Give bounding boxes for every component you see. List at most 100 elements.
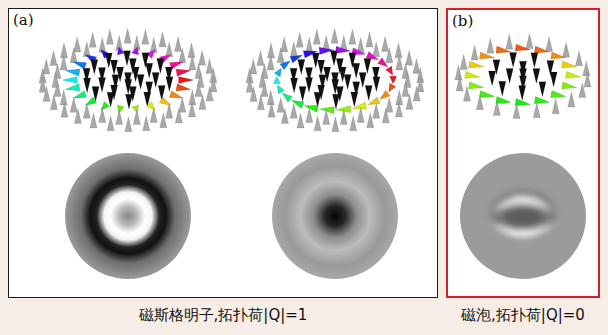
spin-cone [273,76,280,84]
spin-cone [116,110,123,125]
spin-cone [584,72,591,87]
spin-cone [413,86,420,101]
spin-cone [152,73,159,88]
spin-cone [257,95,264,110]
spin-cone [565,71,580,78]
spin-cone [70,48,77,63]
spin-cone [39,77,46,92]
spin-cone [250,59,257,74]
figure-panel: (b) [446,8,600,298]
lorentz-image [65,153,191,279]
spin-cone [60,90,67,105]
spin-cone [539,82,546,97]
spin-cone [413,59,420,74]
spin-cone [210,77,217,92]
spin-cone [267,55,274,70]
spin-cone [583,61,590,76]
spin-cone [526,34,533,49]
spin-cone [306,38,313,53]
spin-cone [179,97,186,112]
spin-cone [281,108,288,123]
spin-cone [314,116,321,131]
spin-cone [351,92,358,107]
spin-cone [166,103,173,118]
spin-cone [179,76,194,83]
spin-cone [340,110,347,125]
spin-cone [91,59,98,74]
spin-cone [90,113,97,128]
panel-tag: (b) [452,12,473,30]
spin-cone [357,108,364,123]
spin-cone [456,76,463,91]
spin-cone [157,59,164,74]
spin-cone [519,85,526,100]
spin-cone [43,86,50,101]
spin-cone [175,37,182,52]
panel-ground [446,8,600,298]
spin-cone [496,97,511,104]
spin-cone [455,65,462,80]
lorentz-image [460,153,586,279]
spin-cone [290,42,297,57]
spin-cone [563,42,570,57]
spin-cone [479,52,494,59]
spin-cone [367,113,374,128]
spin-cone [323,110,330,125]
spin-cone [550,72,557,87]
spin-cone [476,95,483,110]
spin-cone [74,108,81,123]
spin-cone [378,58,388,67]
spin-cone [395,43,402,58]
spin-cone [176,84,191,91]
spin-cone [43,59,50,74]
spin-cone [417,77,424,92]
spin-cone [257,51,264,66]
spin-cone [298,59,305,74]
spin-cone [471,45,478,60]
spin-cone [469,61,484,68]
spin-cone [395,102,402,117]
spin-cone [531,53,538,68]
caption-text: 磁斯格明子,拓扑荷|Q|=1 [139,306,308,325]
spin-cone [132,47,139,55]
spin-cone [291,78,298,93]
spin-cone [367,97,380,105]
figure-panel: (a) [8,8,438,298]
spin-cone [499,81,506,96]
spin-cone [579,83,586,98]
spin-cone [493,101,500,116]
spin-cone [74,37,81,52]
spin-cone [107,116,114,131]
spin-cone [261,82,268,97]
spin-cone [179,48,186,63]
spin-cone [465,71,480,78]
spin-cone [117,105,124,113]
spin-cone [281,37,288,52]
spin-cone [533,69,540,84]
spin-cone [142,29,149,44]
spin-cone [330,51,337,66]
spin-cone [366,32,373,47]
spin-cone [552,99,559,114]
spin-cone [551,91,566,98]
spin-cone [551,52,566,59]
spin-cone [166,77,173,92]
spin-cone [350,116,357,131]
spin-cone [513,103,520,118]
spin-cone [175,108,182,123]
spin-cone [506,69,513,84]
spin-cone [83,42,90,57]
spin-cone [533,103,540,118]
spin-cone [199,50,206,65]
spin-cone [534,97,549,104]
spin-cone [562,61,577,68]
spin-cone [332,117,339,132]
spin-cone [143,116,150,131]
spin-cone [125,94,132,109]
spin-cone [169,91,183,99]
spin-cone [146,63,153,78]
spin-cone [150,108,157,123]
spin-cone [282,93,292,102]
spin-cone [562,82,577,89]
spin-cone [54,82,61,97]
